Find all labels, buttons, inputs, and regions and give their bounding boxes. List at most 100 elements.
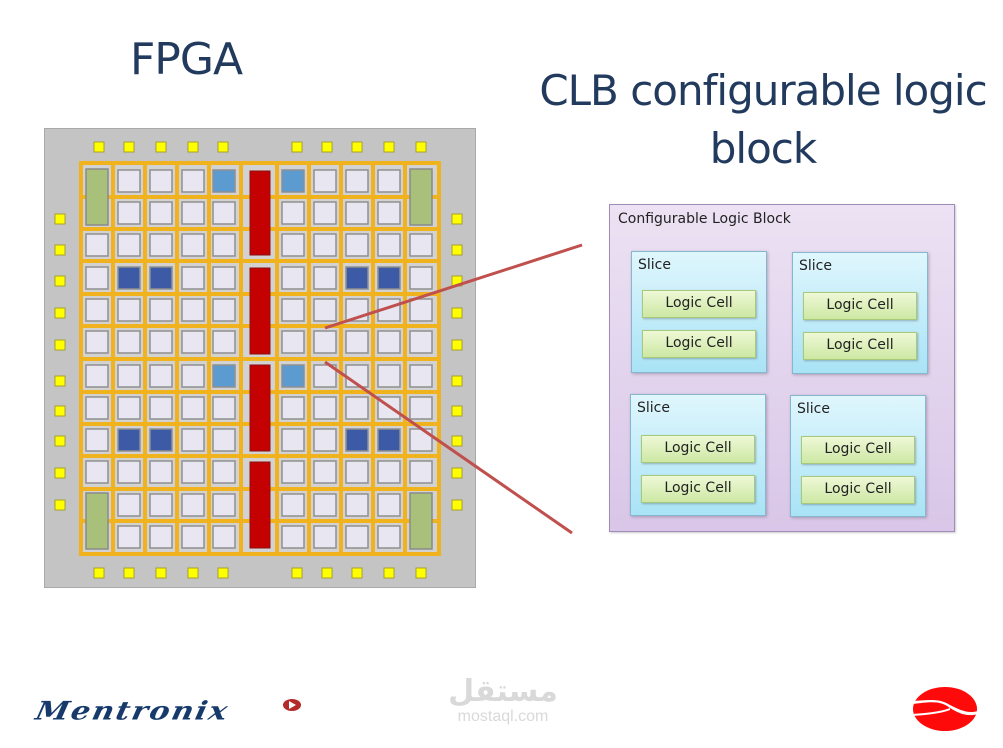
logic-block xyxy=(345,233,369,257)
logic-block xyxy=(85,396,109,420)
logic-block xyxy=(85,428,109,452)
logic-block xyxy=(345,525,369,549)
memory-column xyxy=(249,267,271,355)
block-ram xyxy=(281,169,305,193)
io-pad xyxy=(451,405,463,417)
logic-block xyxy=(281,525,305,549)
logic-block xyxy=(313,330,337,354)
logic-block xyxy=(409,460,433,484)
slice: Slice Logic Cell Logic Cell xyxy=(790,395,926,517)
logic-block xyxy=(149,493,173,517)
io-pad xyxy=(155,141,167,153)
logic-block xyxy=(117,460,141,484)
logic-block xyxy=(377,493,401,517)
io-pad xyxy=(54,244,66,256)
logic-block xyxy=(281,298,305,322)
logic-block xyxy=(149,525,173,549)
dsp-block xyxy=(149,266,173,290)
io-pad xyxy=(415,141,427,153)
logic-block xyxy=(345,493,369,517)
clock-region xyxy=(85,168,109,226)
logic-block xyxy=(345,330,369,354)
logic-block xyxy=(181,169,205,193)
mentronix-logo: Mentronix xyxy=(32,696,233,727)
routing-channel xyxy=(79,454,441,458)
mostaql-url-text: mostaql.com xyxy=(457,708,549,725)
logic-block xyxy=(345,169,369,193)
logic-cell: Logic Cell xyxy=(801,476,915,504)
logic-block xyxy=(409,396,433,420)
logic-block xyxy=(409,233,433,257)
logic-block xyxy=(313,298,337,322)
logic-block xyxy=(281,330,305,354)
logic-cell: Logic Cell xyxy=(803,332,917,360)
logic-block xyxy=(281,460,305,484)
dsp-block xyxy=(345,266,369,290)
logic-block xyxy=(345,364,369,388)
logic-block xyxy=(117,298,141,322)
logic-block xyxy=(117,233,141,257)
logic-block xyxy=(377,396,401,420)
logic-block xyxy=(212,460,236,484)
io-pad xyxy=(451,213,463,225)
logic-block xyxy=(181,266,205,290)
io-pad xyxy=(451,339,463,351)
logic-block xyxy=(212,428,236,452)
logic-block xyxy=(313,233,337,257)
slice-label: Slice xyxy=(799,258,832,274)
logic-block xyxy=(377,233,401,257)
dsp-block xyxy=(117,428,141,452)
logic-cell: Logic Cell xyxy=(803,292,917,320)
clb-title: CLB configurable logic block xyxy=(539,66,987,173)
logic-cell: Logic Cell xyxy=(642,290,756,318)
logic-block xyxy=(313,525,337,549)
logic-block xyxy=(313,396,337,420)
logic-block xyxy=(181,364,205,388)
logic-block xyxy=(181,233,205,257)
logic-block xyxy=(212,493,236,517)
logic-block xyxy=(281,201,305,225)
block-ram xyxy=(212,169,236,193)
dsp-block xyxy=(345,428,369,452)
io-pad xyxy=(54,307,66,319)
logic-block xyxy=(377,460,401,484)
logic-block xyxy=(117,330,141,354)
memory-column xyxy=(249,364,271,452)
io-pad xyxy=(321,567,333,579)
mentronix-play-icon xyxy=(283,699,301,711)
logic-block xyxy=(313,201,337,225)
slice-label: Slice xyxy=(797,401,830,417)
dsp-block xyxy=(377,428,401,452)
block-ram xyxy=(212,364,236,388)
routing-channel xyxy=(79,357,441,361)
slice: Slice Logic Cell Logic Cell xyxy=(630,394,766,516)
io-pad xyxy=(187,567,199,579)
logic-block xyxy=(377,330,401,354)
io-pad xyxy=(54,467,66,479)
logic-block xyxy=(149,201,173,225)
io-pad xyxy=(217,567,229,579)
io-pad xyxy=(54,435,66,447)
logic-block xyxy=(181,460,205,484)
logic-block xyxy=(85,364,109,388)
clb-label: Configurable Logic Block xyxy=(618,211,791,227)
io-pad xyxy=(383,567,395,579)
io-pad xyxy=(451,467,463,479)
logic-cell: Logic Cell xyxy=(642,330,756,358)
logic-block xyxy=(117,396,141,420)
io-pad xyxy=(451,435,463,447)
logic-block xyxy=(212,233,236,257)
logic-block xyxy=(409,298,433,322)
fpga-grid xyxy=(54,141,463,579)
io-pad xyxy=(93,567,105,579)
logic-block xyxy=(212,201,236,225)
red-circle-logo-icon xyxy=(912,687,978,731)
memory-column xyxy=(249,170,271,256)
io-pad xyxy=(54,375,66,387)
logic-block xyxy=(281,396,305,420)
io-pad xyxy=(451,275,463,287)
logic-block xyxy=(181,298,205,322)
io-pad xyxy=(383,141,395,153)
io-pad xyxy=(54,339,66,351)
logic-block xyxy=(377,169,401,193)
